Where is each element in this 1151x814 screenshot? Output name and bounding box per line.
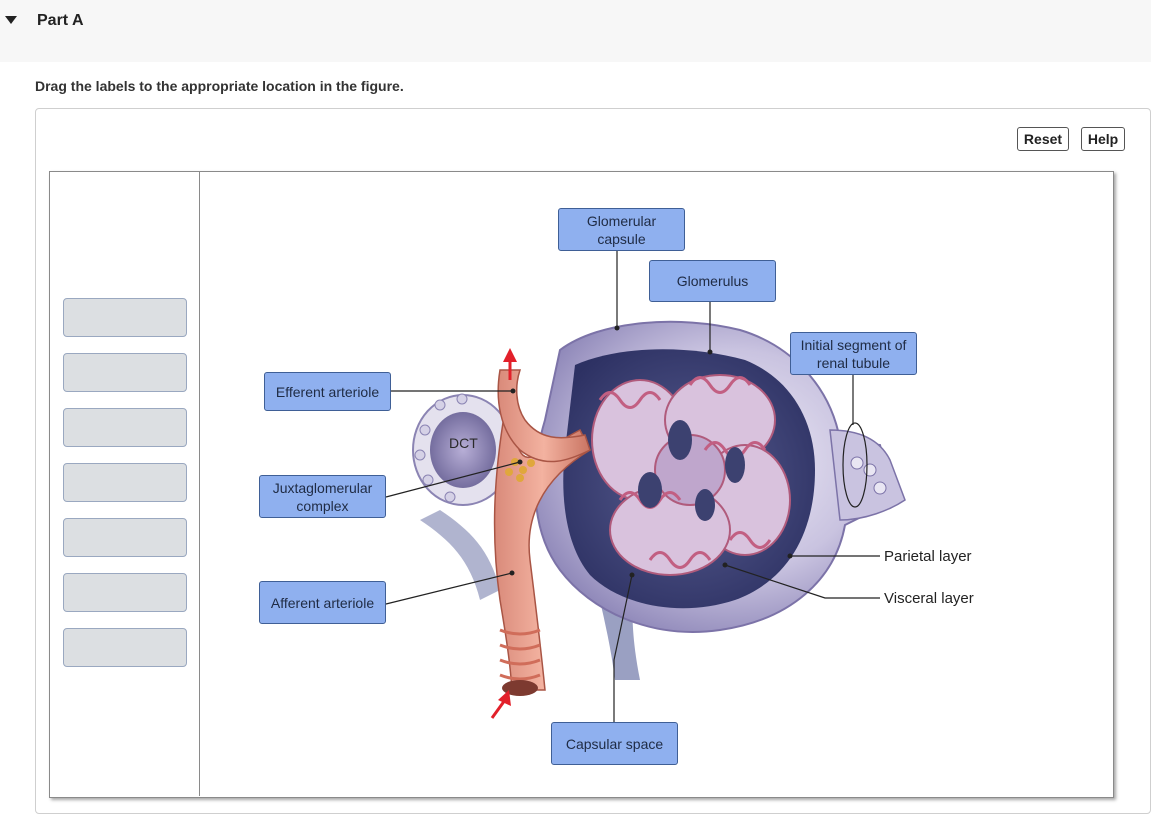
label-bank [49,171,200,796]
help-button[interactable]: Help [1081,127,1125,151]
caret-down-icon[interactable] [5,16,17,24]
leader-lines [385,250,880,722]
label-juxtaglomerular-complex[interactable]: Juxtaglomerular complex [259,475,386,518]
label-initial-segment-renal-tubule[interactable]: Initial segment of renal tubule [790,332,917,375]
parietal-layer-text: Parietal layer [884,548,972,565]
part-title: Part A [37,12,84,29]
empty-drop-slot[interactable] [63,518,187,557]
empty-drop-slot[interactable] [63,463,187,502]
label-efferent-arteriole[interactable]: Efferent arteriole [264,372,391,411]
instruction-text: Drag the labels to the appropriate locat… [35,78,404,94]
label-glomerulus[interactable]: Glomerulus [649,260,776,302]
label-glomerular-capsule[interactable]: Glomerular capsule [558,208,685,251]
tubule-indicator-ellipse [842,422,868,508]
background-vessel [420,510,500,600]
glomerulus-loops [591,374,791,576]
arteriole-opening [502,680,538,696]
empty-drop-slot[interactable] [63,573,187,612]
leader-dots [509,325,793,578]
part-header[interactable]: Part A [0,0,1151,62]
dct-label: DCT [449,435,478,451]
label-capsular-space[interactable]: Capsular space [551,722,678,765]
blood-flow-arrows [490,348,517,719]
empty-drop-slot[interactable] [63,353,187,392]
efferent-arteriole-shape [497,369,591,463]
empty-drop-slot[interactable] [63,298,187,337]
arteriole-coils [499,628,541,681]
capsular-space-gaps [638,420,745,521]
label-afferent-arteriole[interactable]: Afferent arteriole [259,581,386,624]
visceral-layer-text: Visceral layer [884,590,974,607]
dct-cells [414,393,468,503]
reset-button[interactable]: Reset [1017,127,1069,151]
empty-drop-slot[interactable] [63,408,187,447]
dct-lumen [430,412,496,488]
empty-drop-slot[interactable] [63,628,187,667]
